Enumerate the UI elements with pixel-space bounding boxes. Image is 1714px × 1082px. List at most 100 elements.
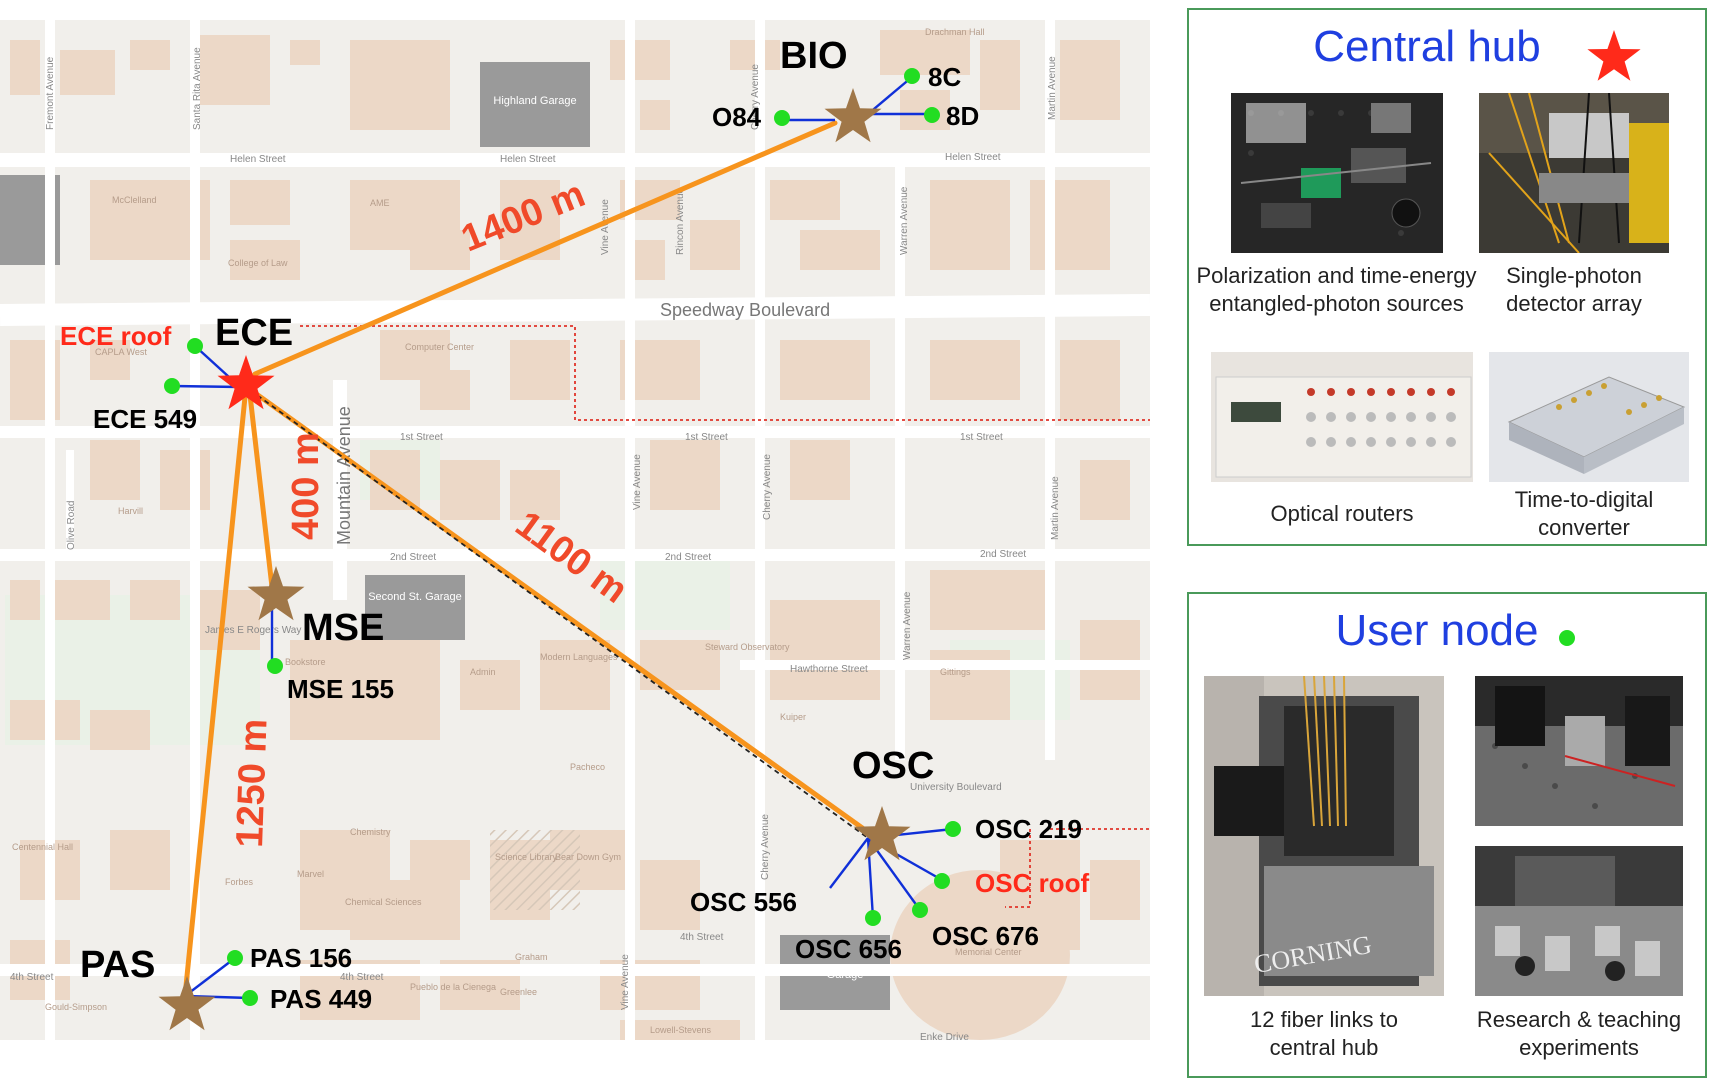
fiber-ece-pas bbox=[182, 394, 248, 999]
user-dot bbox=[774, 110, 790, 126]
user-label: PAS 156 bbox=[250, 943, 352, 973]
building-label: Chemical Sciences bbox=[345, 897, 422, 907]
user-node-panel: User node CORNING bbox=[1187, 592, 1707, 1078]
central-hub-title: Central hub bbox=[1149, 22, 1705, 72]
building-label: CAPLA West bbox=[95, 347, 147, 357]
user-dot bbox=[267, 658, 283, 674]
street-label: Helen Street bbox=[500, 154, 556, 165]
central-hub-title-text: Central hub bbox=[1313, 22, 1541, 71]
node-label-ece: ECE bbox=[215, 312, 293, 354]
garage-label: Highland Garage bbox=[493, 95, 576, 107]
building-label: College of Law bbox=[228, 258, 288, 268]
avenue-label: Mountain Avenue bbox=[334, 406, 354, 545]
building-label: Drachman Hall bbox=[925, 27, 985, 37]
avenue-label: Martin Avenue bbox=[1050, 476, 1061, 540]
fiber-links bbox=[182, 120, 871, 999]
link-length-mse: 400 m bbox=[285, 432, 327, 540]
user-label: 8C bbox=[928, 62, 961, 92]
user-node-title: User node bbox=[1169, 606, 1705, 656]
building-label: Greenlee bbox=[500, 987, 537, 997]
node-stars bbox=[158, 88, 911, 1031]
user-label: MSE 155 bbox=[287, 674, 394, 704]
avenue-label: Cherry Avenue bbox=[762, 454, 773, 520]
street-label: 4th Street bbox=[340, 972, 384, 983]
building-label: Marvel bbox=[297, 869, 324, 879]
street-label: 1st Street bbox=[400, 432, 443, 443]
node-label-osc: OSC bbox=[852, 745, 934, 787]
street-label: Helen Street bbox=[945, 152, 1001, 163]
photo-research-setup-1 bbox=[1475, 676, 1683, 826]
avenue-label: Vine Avenue bbox=[620, 954, 631, 1010]
user-dot bbox=[912, 902, 928, 918]
caption-entangled-sources: Polarization and time-energy entangled-p… bbox=[1196, 263, 1477, 316]
user-label: ECE 549 bbox=[93, 404, 197, 434]
fiber-ece-osc bbox=[252, 390, 871, 835]
building-label: Memorial Center bbox=[955, 947, 1022, 957]
garage-label: Garage bbox=[827, 969, 864, 981]
avenue-label: Santa Rita Avenue bbox=[192, 47, 203, 130]
building-label: Admin bbox=[470, 667, 496, 677]
user-label: OSC 656 bbox=[795, 934, 902, 964]
star-icon bbox=[853, 806, 911, 861]
building-label: Computer Center bbox=[405, 342, 474, 352]
caption-detector-array: Single-photon detector array bbox=[1506, 263, 1642, 316]
user-dot bbox=[865, 910, 881, 926]
avenue-label: Vine Avenue bbox=[632, 454, 643, 510]
user-label: O84 bbox=[712, 102, 762, 132]
building-label: Chemistry bbox=[350, 827, 391, 837]
street-label: University Boulevard bbox=[910, 782, 1002, 793]
user-dot bbox=[187, 338, 203, 354]
user-dot bbox=[164, 378, 180, 394]
fiber-ece-mse bbox=[247, 392, 275, 590]
photo-fiber-links: CORNING bbox=[1204, 676, 1444, 996]
garage-label: Second St. Garage bbox=[368, 591, 462, 603]
user-label: OSC 676 bbox=[932, 921, 1039, 951]
user-node-title-text: User node bbox=[1335, 606, 1539, 655]
photo-time-to-digital-converter bbox=[1489, 352, 1689, 482]
streets bbox=[0, 20, 1150, 1040]
node-label-pas: PAS bbox=[80, 944, 155, 986]
memorial-center bbox=[890, 870, 1070, 1040]
street-label: 4th Street bbox=[10, 972, 54, 983]
photo-research-setup-2 bbox=[1475, 846, 1683, 996]
user-label: PAS 449 bbox=[270, 984, 372, 1014]
user-dot bbox=[924, 107, 940, 123]
avenue-label: Warren Avenue bbox=[902, 591, 913, 660]
user-dots bbox=[164, 68, 961, 1006]
building-label: McClelland bbox=[112, 195, 157, 205]
central-hub-panel: Central hub Polarization and time-energ bbox=[1187, 8, 1707, 546]
photo-detector-array bbox=[1479, 93, 1669, 253]
building-label: Gould-Simpson bbox=[45, 1002, 107, 1012]
caption-time-to-digital: Time-to-digital converter bbox=[1514, 487, 1654, 540]
street-label: 2nd Street bbox=[390, 552, 436, 563]
star-icon bbox=[158, 976, 216, 1031]
user-dot bbox=[904, 68, 920, 84]
caption-research-teaching: Research & teaching experiments bbox=[1476, 1007, 1682, 1060]
building-label: Lowell-Stevens bbox=[650, 1025, 712, 1035]
building-label: Bookstore bbox=[285, 657, 326, 667]
photo-entangled-photon-sources bbox=[1231, 93, 1443, 253]
building-label: Steward Observatory bbox=[705, 642, 790, 652]
street-label: 1st Street bbox=[960, 432, 1003, 443]
node-label-bio: BIO bbox=[780, 35, 848, 77]
building-label: Gittings bbox=[940, 667, 971, 677]
street-label: James E Rogers Way bbox=[205, 625, 301, 636]
buildings bbox=[10, 30, 1140, 1040]
panel-leaders bbox=[300, 325, 1150, 908]
street-label: 2nd Street bbox=[980, 549, 1026, 560]
user-label: OSC 219 bbox=[975, 814, 1082, 844]
hub-star-icon bbox=[217, 355, 275, 410]
user-dot-icon bbox=[1559, 630, 1575, 646]
photo-optical-routers bbox=[1211, 352, 1473, 482]
user-label: OSC roof bbox=[975, 868, 1089, 898]
free-space-link bbox=[249, 389, 869, 839]
campus-map: Helen Street Helen Street Helen Street S… bbox=[0, 20, 1150, 1043]
street-label: Enke Drive bbox=[920, 1032, 969, 1043]
avenue-label: Fremont Avenue bbox=[45, 56, 56, 130]
building-label: Graham bbox=[515, 952, 548, 962]
building-label: Pueblo de la Cienega bbox=[410, 982, 496, 992]
street-label: 1st Street bbox=[685, 432, 728, 443]
user-label: ECE roof bbox=[60, 321, 172, 351]
avenue-label: Olive Road bbox=[66, 501, 77, 550]
street-label: Hawthorne Street bbox=[790, 664, 868, 675]
